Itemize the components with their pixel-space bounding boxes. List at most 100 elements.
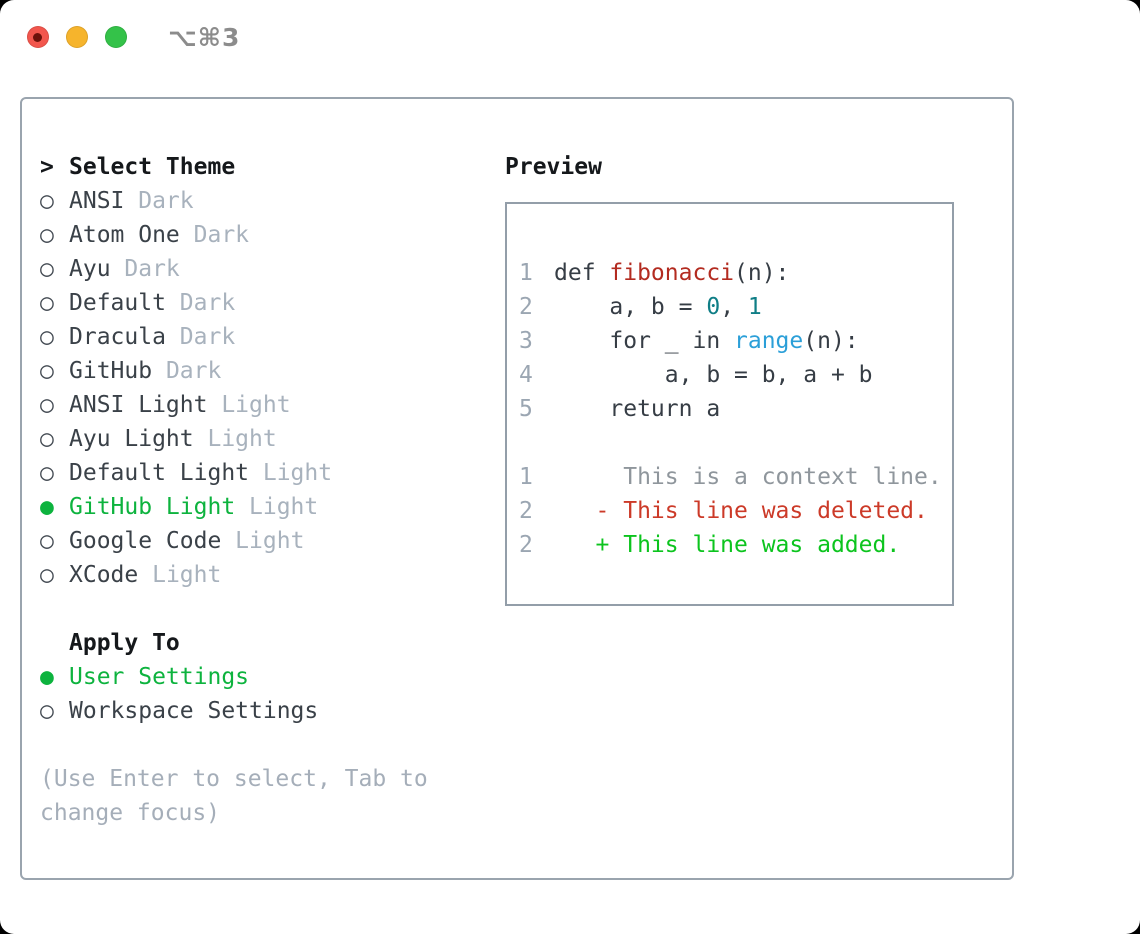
theme-option-ansi[interactable]: ○ ANSI Dark bbox=[40, 184, 474, 218]
theme-option-atom-one[interactable]: ○ Atom One Dark bbox=[40, 218, 474, 252]
zoom-button[interactable] bbox=[105, 26, 127, 48]
option-label: User Settings bbox=[69, 664, 250, 690]
radio-icon: ○ bbox=[40, 392, 54, 418]
apply-option-user-settings[interactable]: ● User Settings bbox=[40, 660, 474, 694]
option-variant: Dark bbox=[165, 290, 236, 316]
option-label: ANSI Light bbox=[69, 392, 208, 418]
line-number: 5 bbox=[519, 396, 533, 422]
option-label: Ayu bbox=[69, 256, 111, 282]
preview-line-6 bbox=[519, 426, 952, 460]
option-label: Google Code bbox=[69, 528, 222, 554]
title-bar: ⌥⌘3 bbox=[0, 0, 1140, 74]
theme-option-github[interactable]: ○ GitHub Dark bbox=[40, 354, 474, 388]
radio-icon: ○ bbox=[40, 460, 54, 486]
code-segment-code: (n): bbox=[734, 260, 790, 286]
code-segment-builtin: range bbox=[734, 328, 804, 354]
option-variant: Dark bbox=[110, 256, 180, 282]
option-label: GitHub bbox=[69, 358, 153, 384]
preview-line-3: 3 for _ in range(n): bbox=[519, 324, 952, 358]
preview-line-1: 1 def fibonacci(n): bbox=[519, 256, 952, 290]
line-number: 4 bbox=[519, 362, 533, 388]
radio-icon: ○ bbox=[40, 188, 54, 214]
theme-option-ayu[interactable]: ○ Ayu Dark bbox=[40, 252, 474, 286]
minimize-button[interactable] bbox=[66, 26, 88, 48]
radio-icon: ○ bbox=[40, 290, 54, 316]
option-variant: Light bbox=[221, 528, 305, 554]
apply-option-workspace-settings[interactable]: ○ Workspace Settings bbox=[40, 694, 474, 728]
radio-icon: ● bbox=[40, 494, 54, 520]
code-segment-code: for _ in bbox=[554, 328, 735, 354]
option-label: Default Light bbox=[69, 460, 250, 486]
apply-to-list: ● User Settings ○ Workspace Settings bbox=[40, 660, 474, 728]
option-variant: Light bbox=[235, 494, 319, 520]
option-variant: Dark bbox=[179, 222, 250, 248]
option-label: Dracula bbox=[69, 324, 166, 350]
theme-option-default[interactable]: ○ Default Dark bbox=[40, 286, 474, 320]
preview-line-7: 1 This is a context line. bbox=[519, 460, 952, 494]
close-button[interactable] bbox=[27, 26, 49, 48]
line-number: 1 bbox=[519, 260, 533, 286]
code-segment-code: a, b = bbox=[554, 294, 707, 320]
radio-icon: ○ bbox=[40, 426, 54, 452]
preview-line-2: 2 a, b = 0, 1 bbox=[519, 290, 952, 324]
code-segment-code: def bbox=[554, 260, 610, 286]
preview-line-8: 2 - This line was deleted. bbox=[519, 494, 952, 528]
preview-line-5: 5 return a bbox=[519, 392, 952, 426]
option-variant: Light bbox=[138, 562, 222, 588]
theme-list: ○ ANSI Dark ○ Atom One Dark ○ Ayu Dark ○ Defaul… bbox=[40, 184, 474, 592]
option-label: Workspace Settings bbox=[69, 698, 319, 724]
apply-to-title: Apply To bbox=[69, 630, 180, 656]
radio-icon: ● bbox=[40, 664, 54, 690]
option-label: GitHub Light bbox=[69, 494, 236, 520]
theme-option-github-light[interactable]: ● GitHub Light Light bbox=[40, 490, 474, 524]
option-variant: Dark bbox=[152, 358, 222, 384]
preview-line-9: 2 + This line was added. bbox=[519, 528, 952, 562]
spacer bbox=[40, 728, 474, 762]
code-segment-code: , bbox=[720, 294, 748, 320]
window-shortcut-label: ⌥⌘3 bbox=[168, 22, 241, 52]
option-variant: Dark bbox=[165, 324, 236, 350]
option-label: Ayu Light bbox=[69, 426, 194, 452]
line-number: 3 bbox=[519, 328, 533, 354]
radio-icon: ○ bbox=[40, 528, 54, 554]
preview-title: Preview bbox=[505, 154, 602, 180]
code-segment-func: fibonacci bbox=[609, 260, 735, 286]
theme-selector-panel: > Select Theme ○ ANSI Dark ○ Atom One Dark ○ A… bbox=[20, 97, 1014, 880]
radio-icon: ○ bbox=[40, 256, 54, 282]
apply-to-header-row: Apply To bbox=[40, 626, 474, 660]
radio-icon: ○ bbox=[40, 324, 54, 350]
cursor-icon: > bbox=[40, 154, 54, 180]
radio-icon: ○ bbox=[40, 222, 54, 248]
theme-option-ansi-light[interactable]: ○ANSI Light Light bbox=[40, 388, 474, 422]
theme-list-header: > Select Theme bbox=[40, 150, 474, 184]
theme-option-dracula[interactable]: ○ Dracula Dark bbox=[40, 320, 474, 354]
line-number: 2 bbox=[519, 532, 533, 558]
option-variant: Light bbox=[193, 426, 277, 452]
radio-icon: ○ bbox=[40, 358, 54, 384]
option-variant: Light bbox=[249, 460, 333, 486]
option-label: ANSI bbox=[69, 188, 125, 214]
line-number: 2 bbox=[519, 294, 533, 320]
code-segment-ctx: This is a context line. bbox=[554, 464, 942, 490]
radio-icon: ○ bbox=[40, 698, 54, 724]
theme-option-default-light[interactable]: ○ Default Light Light bbox=[40, 456, 474, 490]
option-label: XCode bbox=[69, 562, 139, 588]
option-label: Atom One bbox=[69, 222, 180, 248]
code-segment-code: a, b = b, a + b bbox=[554, 362, 873, 388]
theme-list-title: Select Theme bbox=[69, 154, 236, 180]
option-variant: Dark bbox=[124, 188, 194, 214]
theme-option-google-code[interactable]: ○ Google Code Light bbox=[40, 524, 474, 558]
theme-option-xcode[interactable]: ○ XCode Light bbox=[40, 558, 474, 592]
radio-icon: ○ bbox=[40, 562, 54, 588]
theme-option-ayu-light[interactable]: ○ Ayu Light Light bbox=[40, 422, 474, 456]
option-label: Default bbox=[69, 290, 166, 316]
preview-header-row: Preview bbox=[505, 150, 954, 184]
code-segment-code: (n): bbox=[803, 328, 859, 354]
line-number: 2 bbox=[519, 498, 533, 524]
code-segment-add: + This line was added. bbox=[554, 532, 901, 558]
code-segment-code: return a bbox=[554, 396, 721, 422]
code-segment-num: 1 bbox=[747, 294, 762, 320]
